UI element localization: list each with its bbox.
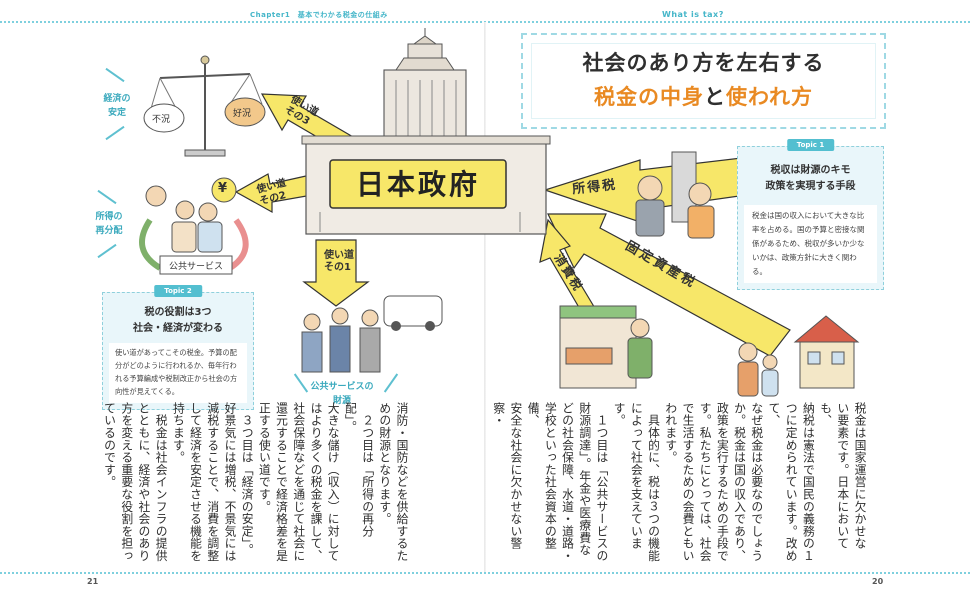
page-number-right: 20 — [872, 577, 884, 586]
body-text-right: 税金は国家運営に欠かせな い要素です。日本においても、 納税は憲法で国民の義務の… — [491, 402, 867, 562]
topic2-box: Topic 2 税の役割は3つ 社会・経済が変わる 使い道があってこその税金。予… — [102, 285, 254, 410]
house-icon — [737, 315, 860, 397]
government-sign: 日本政府 — [355, 168, 480, 201]
body-text-left: 消防・国防などを供給するた めの財源となります。 ２つ目は「所得の再分配」。 大… — [102, 402, 409, 562]
public-service-sign: 公共サービス — [168, 262, 223, 272]
use1-label: 使い道その1 — [324, 250, 354, 273]
topic1-title-line2: 政策を実現する手段 — [765, 181, 856, 192]
title-box: 社会のあり方を左右する 税金の中身と使われ方 — [521, 33, 886, 129]
diet-building-icon — [301, 28, 551, 235]
topic2-body: 使い道があってこその税金。予算の配分がどのように行われるか、毎年行われる予算編成… — [109, 343, 247, 403]
topic2-title-line1: 税の役割は3つ — [144, 307, 212, 318]
recession-label: 不況 — [152, 115, 171, 125]
title-line2: 税金の中身と使われ方 — [594, 85, 813, 109]
office-worker-icon — [635, 151, 715, 239]
scales-icon — [143, 55, 266, 157]
topic2-title-line2: 社会・経済が変わる — [133, 323, 223, 334]
page-number-left: 21 — [87, 577, 99, 586]
people-yen-icon — [139, 177, 249, 275]
boom-label: 好況 — [233, 109, 252, 119]
use1-arrow — [302, 239, 370, 307]
page-spine — [484, 22, 486, 572]
topic1-badge: Topic 1 — [786, 139, 835, 151]
section-header: What is tax? — [662, 10, 724, 19]
public-servants-icon — [301, 295, 443, 373]
title-line1: 社会のあり方を左右する — [582, 51, 825, 75]
public-service-label: 公共サービスの財源 — [310, 382, 374, 406]
chapter-header: Chapter1 基本でわかる税金の仕組み — [250, 11, 388, 19]
redistribution-label: 所得の再分配 — [95, 212, 123, 236]
yen-icon: ¥ — [218, 181, 228, 196]
topic2-badge: Topic 2 — [154, 285, 202, 297]
topic1-body: 税金は国の収入において大きな比率を占める。国の予算と密接な関係があるため、税収が… — [744, 205, 877, 283]
topic1-title-line1: 税収は財源のキモ — [770, 165, 851, 176]
stability-label: 経済の安定 — [103, 94, 131, 118]
bottom-dotted-rule — [0, 572, 970, 574]
shop-icon — [559, 305, 653, 389]
topic1-box: Topic 1 税収は財源のキモ 政策を実現する手段 税金は国の収入において大き… — [737, 139, 884, 290]
